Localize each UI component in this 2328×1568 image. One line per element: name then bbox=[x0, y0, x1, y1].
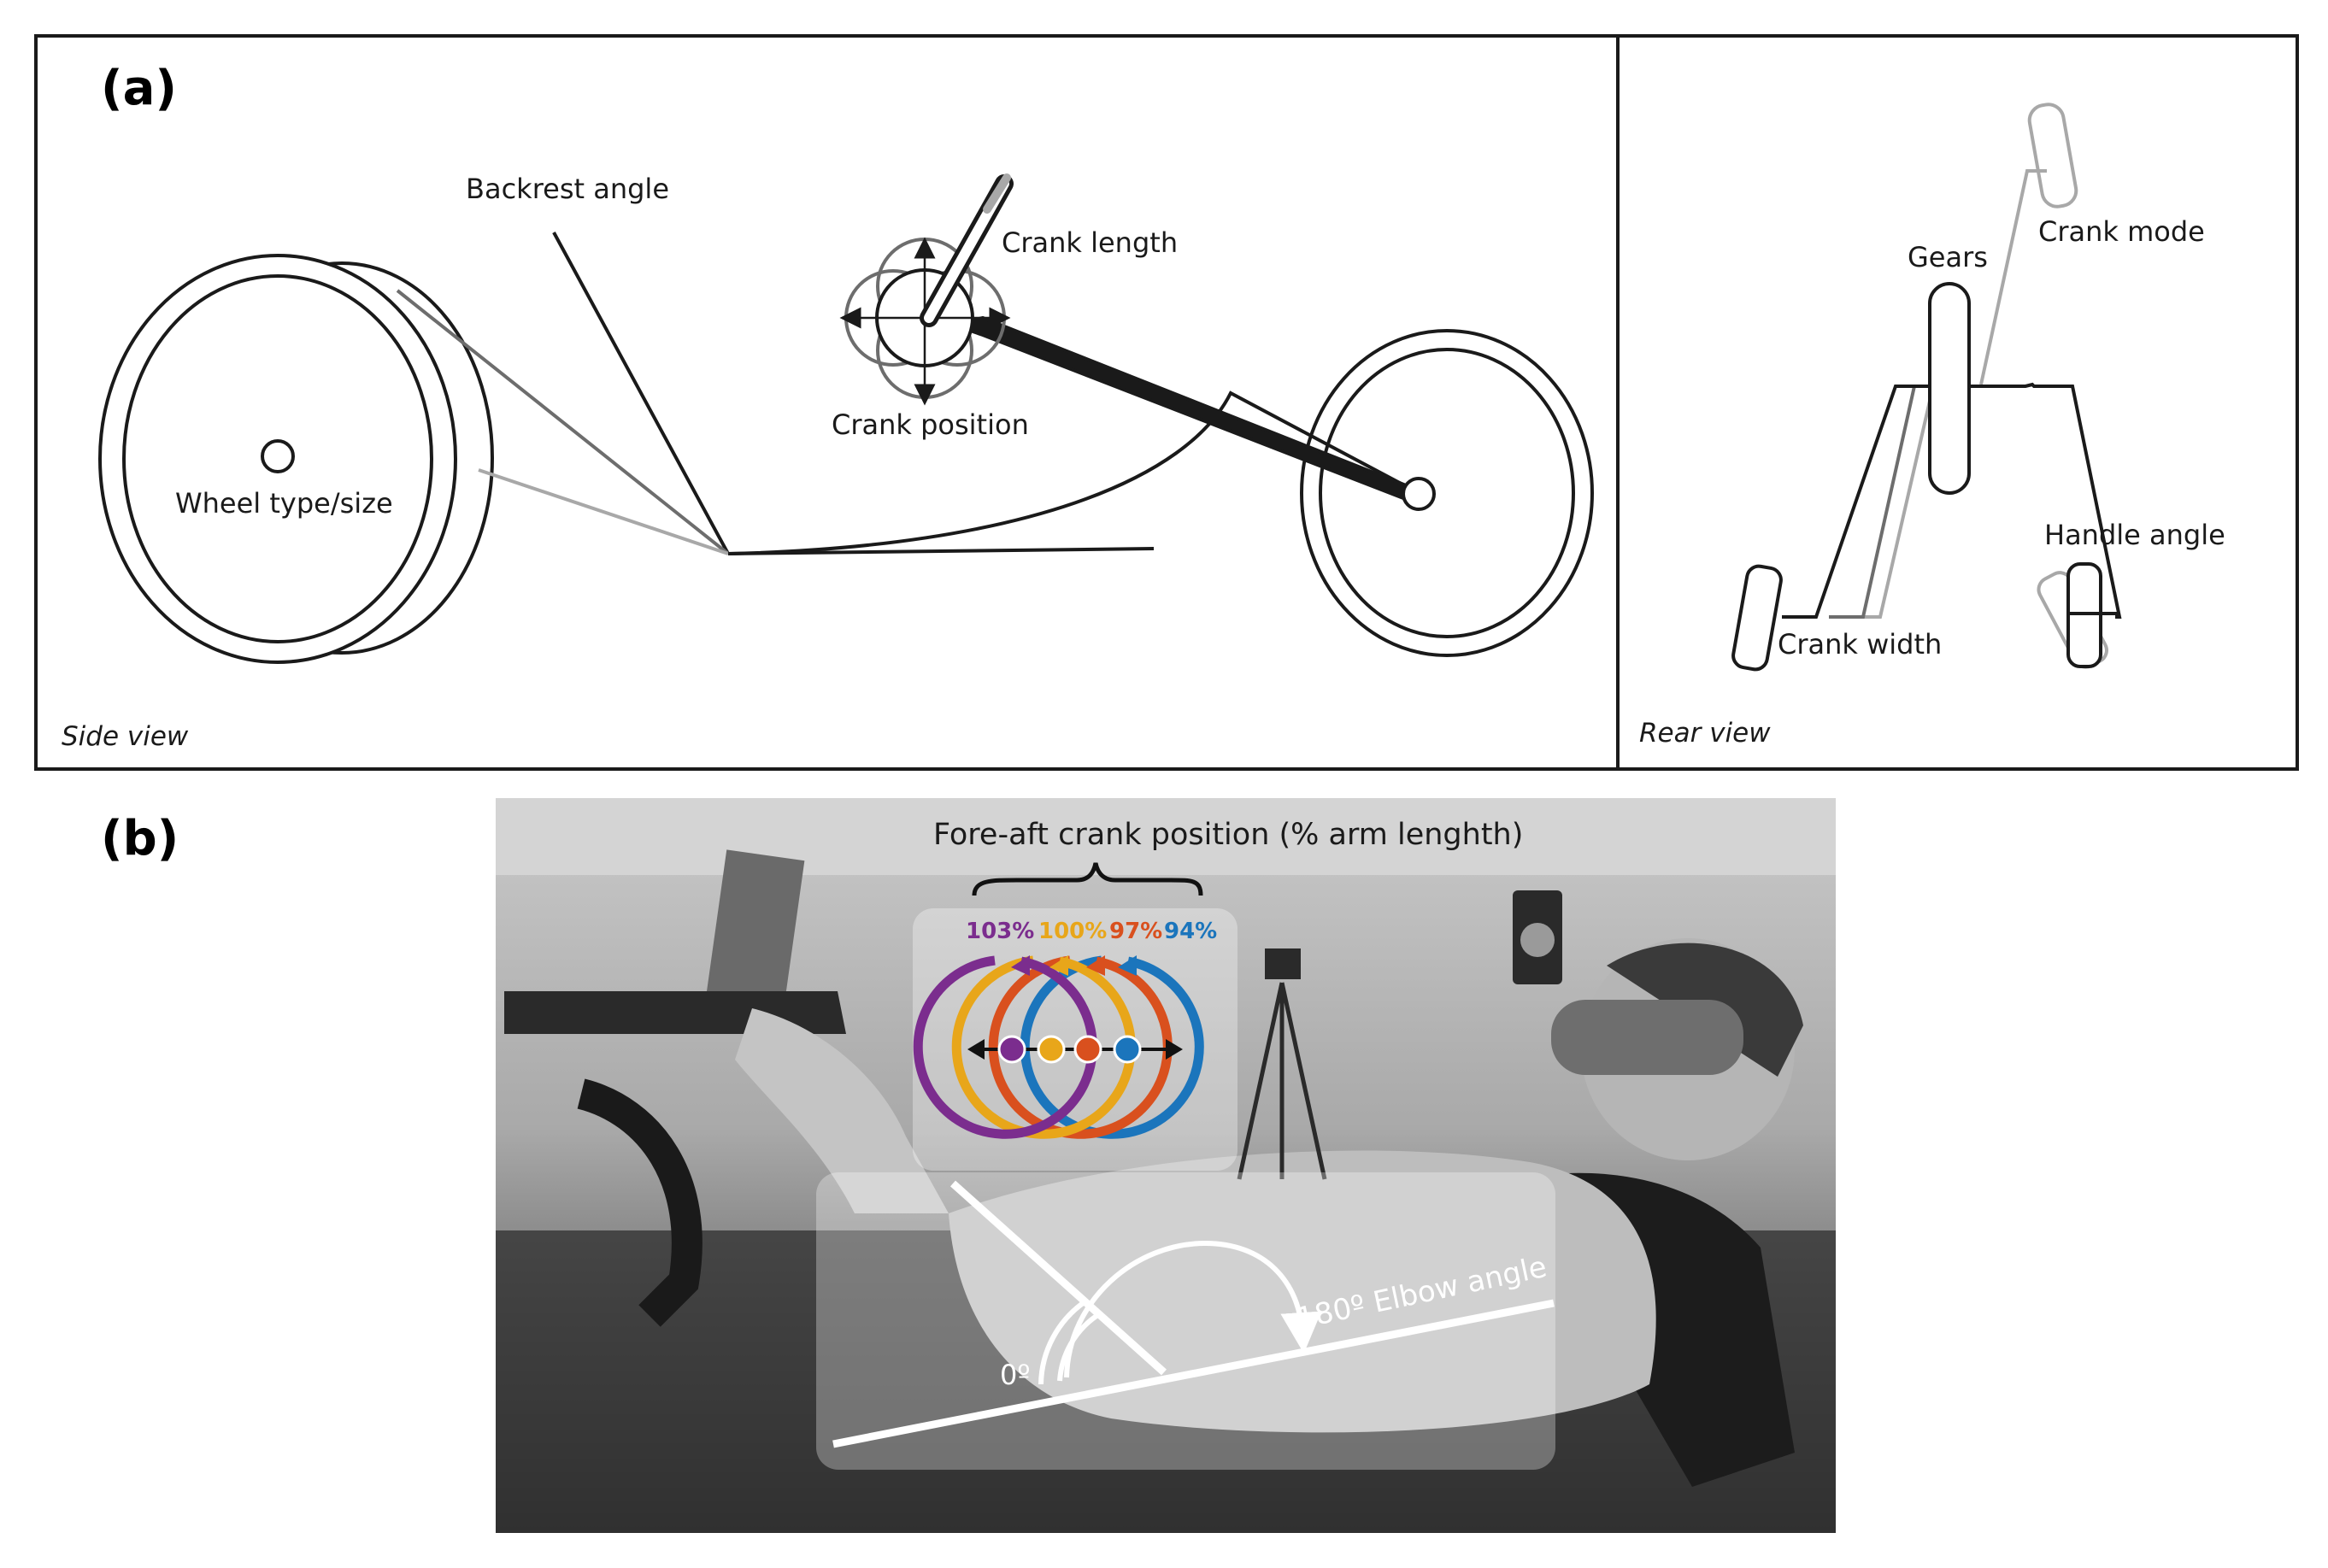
crank-arm-tip bbox=[983, 173, 1011, 214]
backrest-line bbox=[552, 232, 730, 555]
crank-position-title: Fore-aft crank position (% arm lenghth) bbox=[933, 818, 1523, 852]
photo-tripod-leg-1 bbox=[1237, 982, 1285, 1180]
elbow-overlay-box bbox=[816, 1172, 1555, 1470]
photo-tripod-leg-3 bbox=[1279, 982, 1327, 1180]
side-view-drawing bbox=[98, 173, 1594, 664]
rear-wheel bbox=[98, 254, 457, 664]
pos-label-103: 103% bbox=[966, 919, 1034, 944]
wheel-type-size-label: Wheel type/size bbox=[175, 487, 393, 520]
rear-wheel-hub bbox=[261, 439, 295, 473]
crank-length-label: Crank length bbox=[1002, 226, 1178, 259]
pos-dot-103 bbox=[997, 1035, 1026, 1064]
crank-arrowhead-97 bbox=[1086, 955, 1105, 976]
crank-circle-103 bbox=[913, 955, 1097, 1139]
handle-angle-label: Handle angle bbox=[2044, 519, 2225, 551]
photo-face-blur bbox=[1551, 1000, 1743, 1075]
crank-mode-handle bbox=[2027, 103, 2078, 208]
backrest-line-mid bbox=[396, 289, 730, 555]
fore-aft-arrow-right bbox=[1166, 1039, 1183, 1060]
crank-circle-100 bbox=[951, 955, 1136, 1139]
crank-circles bbox=[913, 955, 1204, 1139]
upperarm-line bbox=[949, 1180, 1167, 1376]
zero-angle-label: 0º bbox=[1000, 1359, 1030, 1391]
panel-a-tag: (a) bbox=[101, 61, 177, 116]
photo bbox=[496, 798, 1836, 1533]
crank-arrowhead-100 bbox=[1049, 955, 1068, 976]
gears-body bbox=[1928, 282, 1971, 495]
photo-torso bbox=[949, 1150, 1656, 1433]
crank-arrowhead-94 bbox=[1118, 955, 1137, 976]
rear-view-drawing bbox=[1731, 103, 2122, 672]
crank-circle-97 bbox=[988, 955, 1173, 1139]
panel-a-frame bbox=[34, 34, 2299, 771]
photo-monitor bbox=[706, 849, 805, 1005]
crank-mode-label: Crank mode bbox=[2038, 215, 2205, 248]
photo-arm bbox=[735, 1008, 949, 1213]
front-wheel-hub bbox=[1402, 477, 1436, 511]
gears-label: Gears bbox=[1908, 241, 1988, 273]
zero-angle-arc-outer bbox=[1038, 1299, 1087, 1385]
seat-line bbox=[727, 547, 1155, 555]
photo-ceiling bbox=[496, 798, 1836, 875]
pos-label-100: 100% bbox=[1038, 919, 1107, 944]
backrest-angle-label: Backrest angle bbox=[466, 173, 669, 205]
crank-position-label: Crank position bbox=[832, 408, 1029, 441]
panel-b: (b) bbox=[101, 798, 1836, 1533]
forearm-line bbox=[832, 1299, 1555, 1448]
crank-arrowhead-103 bbox=[1011, 955, 1030, 976]
side-view-caption: Side view bbox=[62, 721, 189, 752]
backrest-line-light bbox=[478, 468, 729, 555]
pos-dot-94 bbox=[1113, 1035, 1142, 1064]
pos-label-97: 97% bbox=[1109, 919, 1162, 944]
title-brace bbox=[972, 862, 1203, 896]
fore-aft-arrow-left bbox=[967, 1039, 985, 1060]
crank-mode-arm bbox=[1979, 169, 2047, 385]
pos-dot-100 bbox=[1037, 1035, 1066, 1064]
photo-frame-tube bbox=[577, 1078, 703, 1327]
crank-frame bbox=[1782, 382, 2122, 619]
rear-wheel-rim bbox=[122, 274, 433, 643]
photo-speaker-cone bbox=[1520, 923, 1555, 957]
rear-view-caption: Rear view bbox=[1639, 718, 1771, 749]
panel-a: (a) bbox=[34, 34, 2299, 771]
pos-label-94: 94% bbox=[1164, 919, 1217, 944]
front-wheel-outer bbox=[1300, 329, 1594, 657]
crank-width-label: Crank width bbox=[1778, 628, 1942, 661]
front-wheel bbox=[1319, 348, 1575, 638]
elbow-angle-graphic bbox=[832, 1180, 1555, 1448]
elbow-angle-arc bbox=[1064, 1240, 1322, 1378]
photo-camera bbox=[1265, 948, 1301, 979]
panel-b-tag: (b) bbox=[101, 811, 179, 866]
left-handle bbox=[1731, 564, 1783, 672]
pos-dot-97 bbox=[1073, 1035, 1102, 1064]
